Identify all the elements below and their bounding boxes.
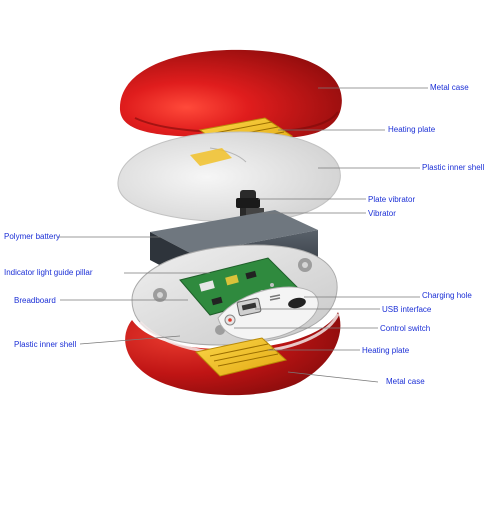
label-vibrator: Vibrator <box>368 209 396 218</box>
heating-plate-bottom <box>194 337 288 377</box>
label-metal-case-top: Metal case <box>430 83 469 92</box>
label-control-switch: Control switch <box>380 324 431 333</box>
leader-lines <box>58 87 428 383</box>
label-plate-vibrator: Plate vibrator <box>368 195 416 204</box>
label-breadboard: Breadboard <box>14 296 56 305</box>
label-usb-interface: USB interface <box>382 305 432 314</box>
plastic-inner-shell-top <box>117 131 341 223</box>
label-plastic-inner-shell-left: Plastic inner shell <box>14 340 77 349</box>
label-heating-plate-top: Heating plate <box>388 125 436 134</box>
label-polymer-battery: Polymer battery <box>4 232 61 241</box>
leader-metal-case-bottom <box>287 371 379 383</box>
label-plastic-inner-shell-right: Plastic inner shell <box>422 163 485 172</box>
label-charging-hole: Charging hole <box>422 291 472 300</box>
label-indicator-light-guide-pillar: Indicator light guide pillar <box>4 268 93 277</box>
leader-plastic-inner-shell-left <box>79 335 181 345</box>
label-metal-case-bottom: Metal case <box>386 377 425 386</box>
label-heating-plate-bottom: Heating plate <box>362 346 410 355</box>
vibrator-assembly <box>236 190 264 220</box>
